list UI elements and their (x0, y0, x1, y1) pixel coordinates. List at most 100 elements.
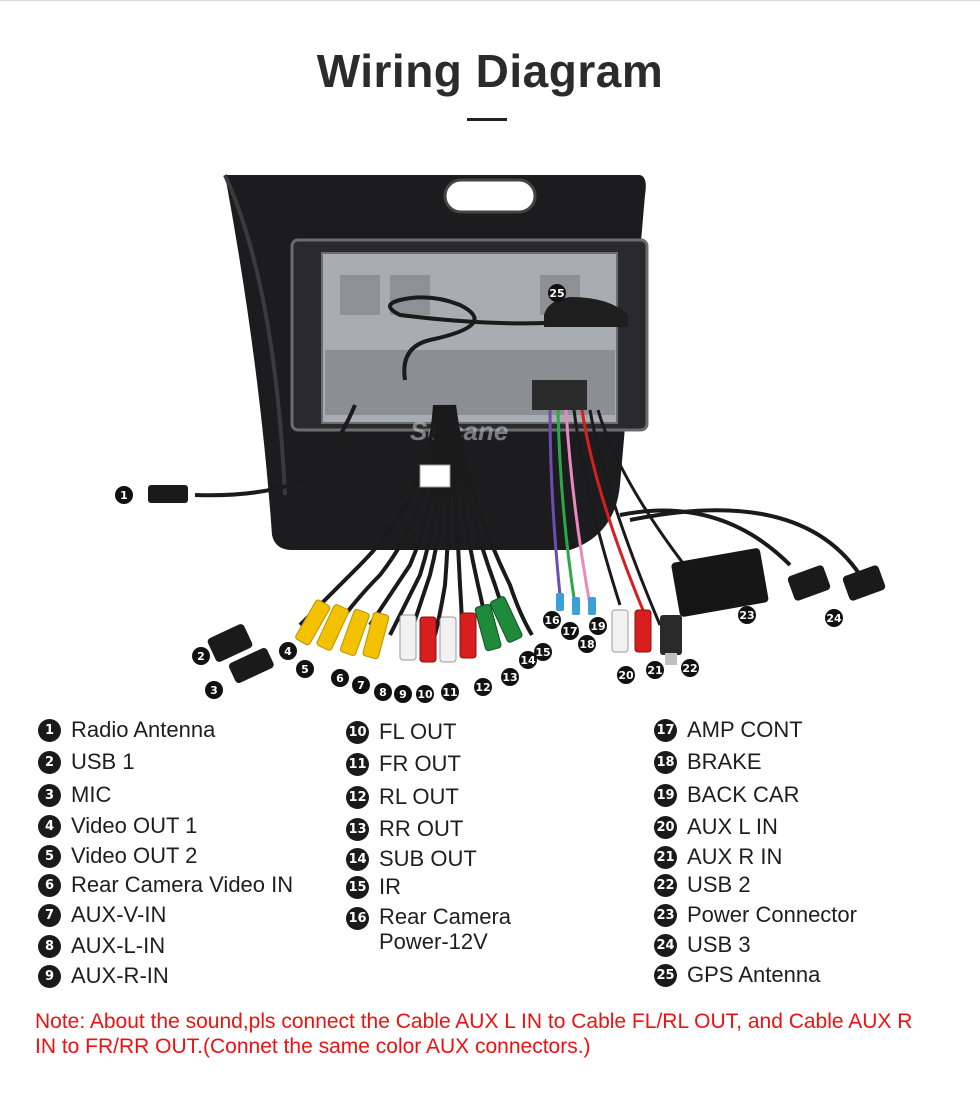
marker-label: 23 (739, 609, 754, 622)
marker-label: 17 (562, 625, 577, 638)
diagram-marker-3: 3 (205, 681, 223, 699)
legend-label: SUB OUT (379, 846, 477, 871)
diagram-marker-17: 17 (561, 622, 579, 640)
diagram-marker-22: 22 (681, 659, 699, 677)
marker-label: 3 (210, 684, 218, 697)
legend-number: 24 (654, 934, 677, 957)
legend-number: 3 (38, 784, 61, 807)
marker-label: 5 (301, 663, 309, 676)
legend-label: IR (379, 874, 401, 899)
diagram-marker-12: 12 (474, 678, 492, 696)
legend-label: Radio Antenna (71, 717, 216, 742)
diagram-marker-10: 10 (416, 685, 434, 703)
marker-label: 8 (379, 686, 387, 699)
marker-label: 24 (826, 612, 842, 625)
marker-label: 12 (475, 681, 490, 694)
legend-label: AMP CONT (687, 717, 803, 742)
legend-number: 6 (38, 874, 61, 897)
usb1-plug (207, 624, 253, 662)
legend-item: 2 USB 1 (38, 748, 135, 776)
legend-item: 24 USB 3 (654, 931, 751, 959)
diagram-marker-19: 19 (589, 617, 607, 635)
legend-label: Power Connector (687, 902, 857, 927)
usb2-plug (660, 615, 682, 655)
diagram-marker-16: 16 (543, 611, 561, 629)
legend-label: AUX L IN (687, 814, 778, 839)
legend-number: 7 (38, 904, 61, 927)
legend-number: 20 (654, 816, 677, 839)
legend-label: Rear Camera Video IN (71, 872, 294, 897)
legend-item: 14 SUB OUT (346, 845, 477, 873)
legend-label: RR OUT (379, 816, 464, 841)
legend-number: 19 (654, 784, 677, 807)
diagram-marker-9: 9 (394, 685, 412, 703)
legend-number: 9 (38, 965, 61, 988)
legend-number: 13 (346, 818, 369, 841)
marker-label: 13 (502, 671, 517, 684)
radio-antenna-cable (194, 404, 357, 498)
diagram-marker-23: 23 (738, 606, 756, 624)
legend-item: 15 IR (346, 873, 401, 901)
aux-l-in-plug (611, 609, 629, 653)
marker-label: 16 (544, 614, 560, 627)
usb3-cable-a (619, 508, 792, 567)
diagram-marker-4: 4 (279, 642, 297, 660)
marker-label: 21 (647, 664, 662, 677)
legend-item: 13 RR OUT (346, 815, 463, 843)
sound-connection-note: Note: About the sound,pls connect the Ca… (35, 1010, 913, 1058)
legend-item: 19 BACK CAR (654, 781, 799, 809)
wiring-diagram: Seicane (115, 174, 886, 703)
diagram-marker-18: 18 (578, 635, 596, 653)
legend-number: 4 (38, 815, 61, 838)
legend-number: 5 (38, 845, 61, 868)
gps-cable (388, 295, 546, 381)
marker-label: 10 (417, 688, 433, 701)
marker-label: 22 (682, 662, 697, 675)
legend-label: AUX-R-IN (71, 963, 169, 988)
legend-number: 15 (346, 876, 369, 899)
legend-number: 16 (346, 907, 369, 930)
marker-label: 7 (357, 679, 365, 692)
diagram-marker-7: 7 (352, 676, 370, 694)
legend-number: 12 (346, 786, 369, 809)
legend-label: AUX R IN (687, 844, 783, 869)
marker-label: 6 (336, 672, 344, 685)
marker-label: 20 (618, 669, 634, 682)
legend-item: 20 AUX L IN (654, 813, 778, 841)
rca-plugs (295, 596, 523, 663)
legend-label: USB 3 (687, 932, 751, 957)
legend-number: 14 (346, 848, 369, 871)
legend-label: USB 2 (687, 872, 751, 897)
legend-label: AUX-L-IN (71, 933, 166, 958)
legend-label: USB 1 (71, 749, 135, 774)
diagram-marker-2: 2 (192, 647, 210, 665)
aux-r-in-plug (634, 609, 652, 653)
usb3-plug-b (842, 565, 886, 601)
marker-label: 25 (549, 287, 564, 300)
usb3-plug-a (787, 565, 831, 601)
legend-label: RL OUT (379, 784, 459, 809)
legend-number: 22 (654, 874, 677, 897)
diagram-marker-8: 8 (374, 683, 392, 701)
small-pins (556, 593, 596, 615)
diagram-marker-21: 21 (646, 661, 664, 679)
right-harness (548, 409, 702, 626)
legend-label: BACK CAR (687, 782, 800, 807)
marker-label: 9 (399, 688, 407, 701)
legend-number: 11 (346, 753, 369, 776)
legend-number: 2 (38, 751, 61, 774)
main-connector (532, 380, 587, 410)
marker-label: 4 (284, 645, 292, 658)
title-underline (467, 118, 507, 121)
legend-label: GPS Antenna (687, 962, 821, 987)
